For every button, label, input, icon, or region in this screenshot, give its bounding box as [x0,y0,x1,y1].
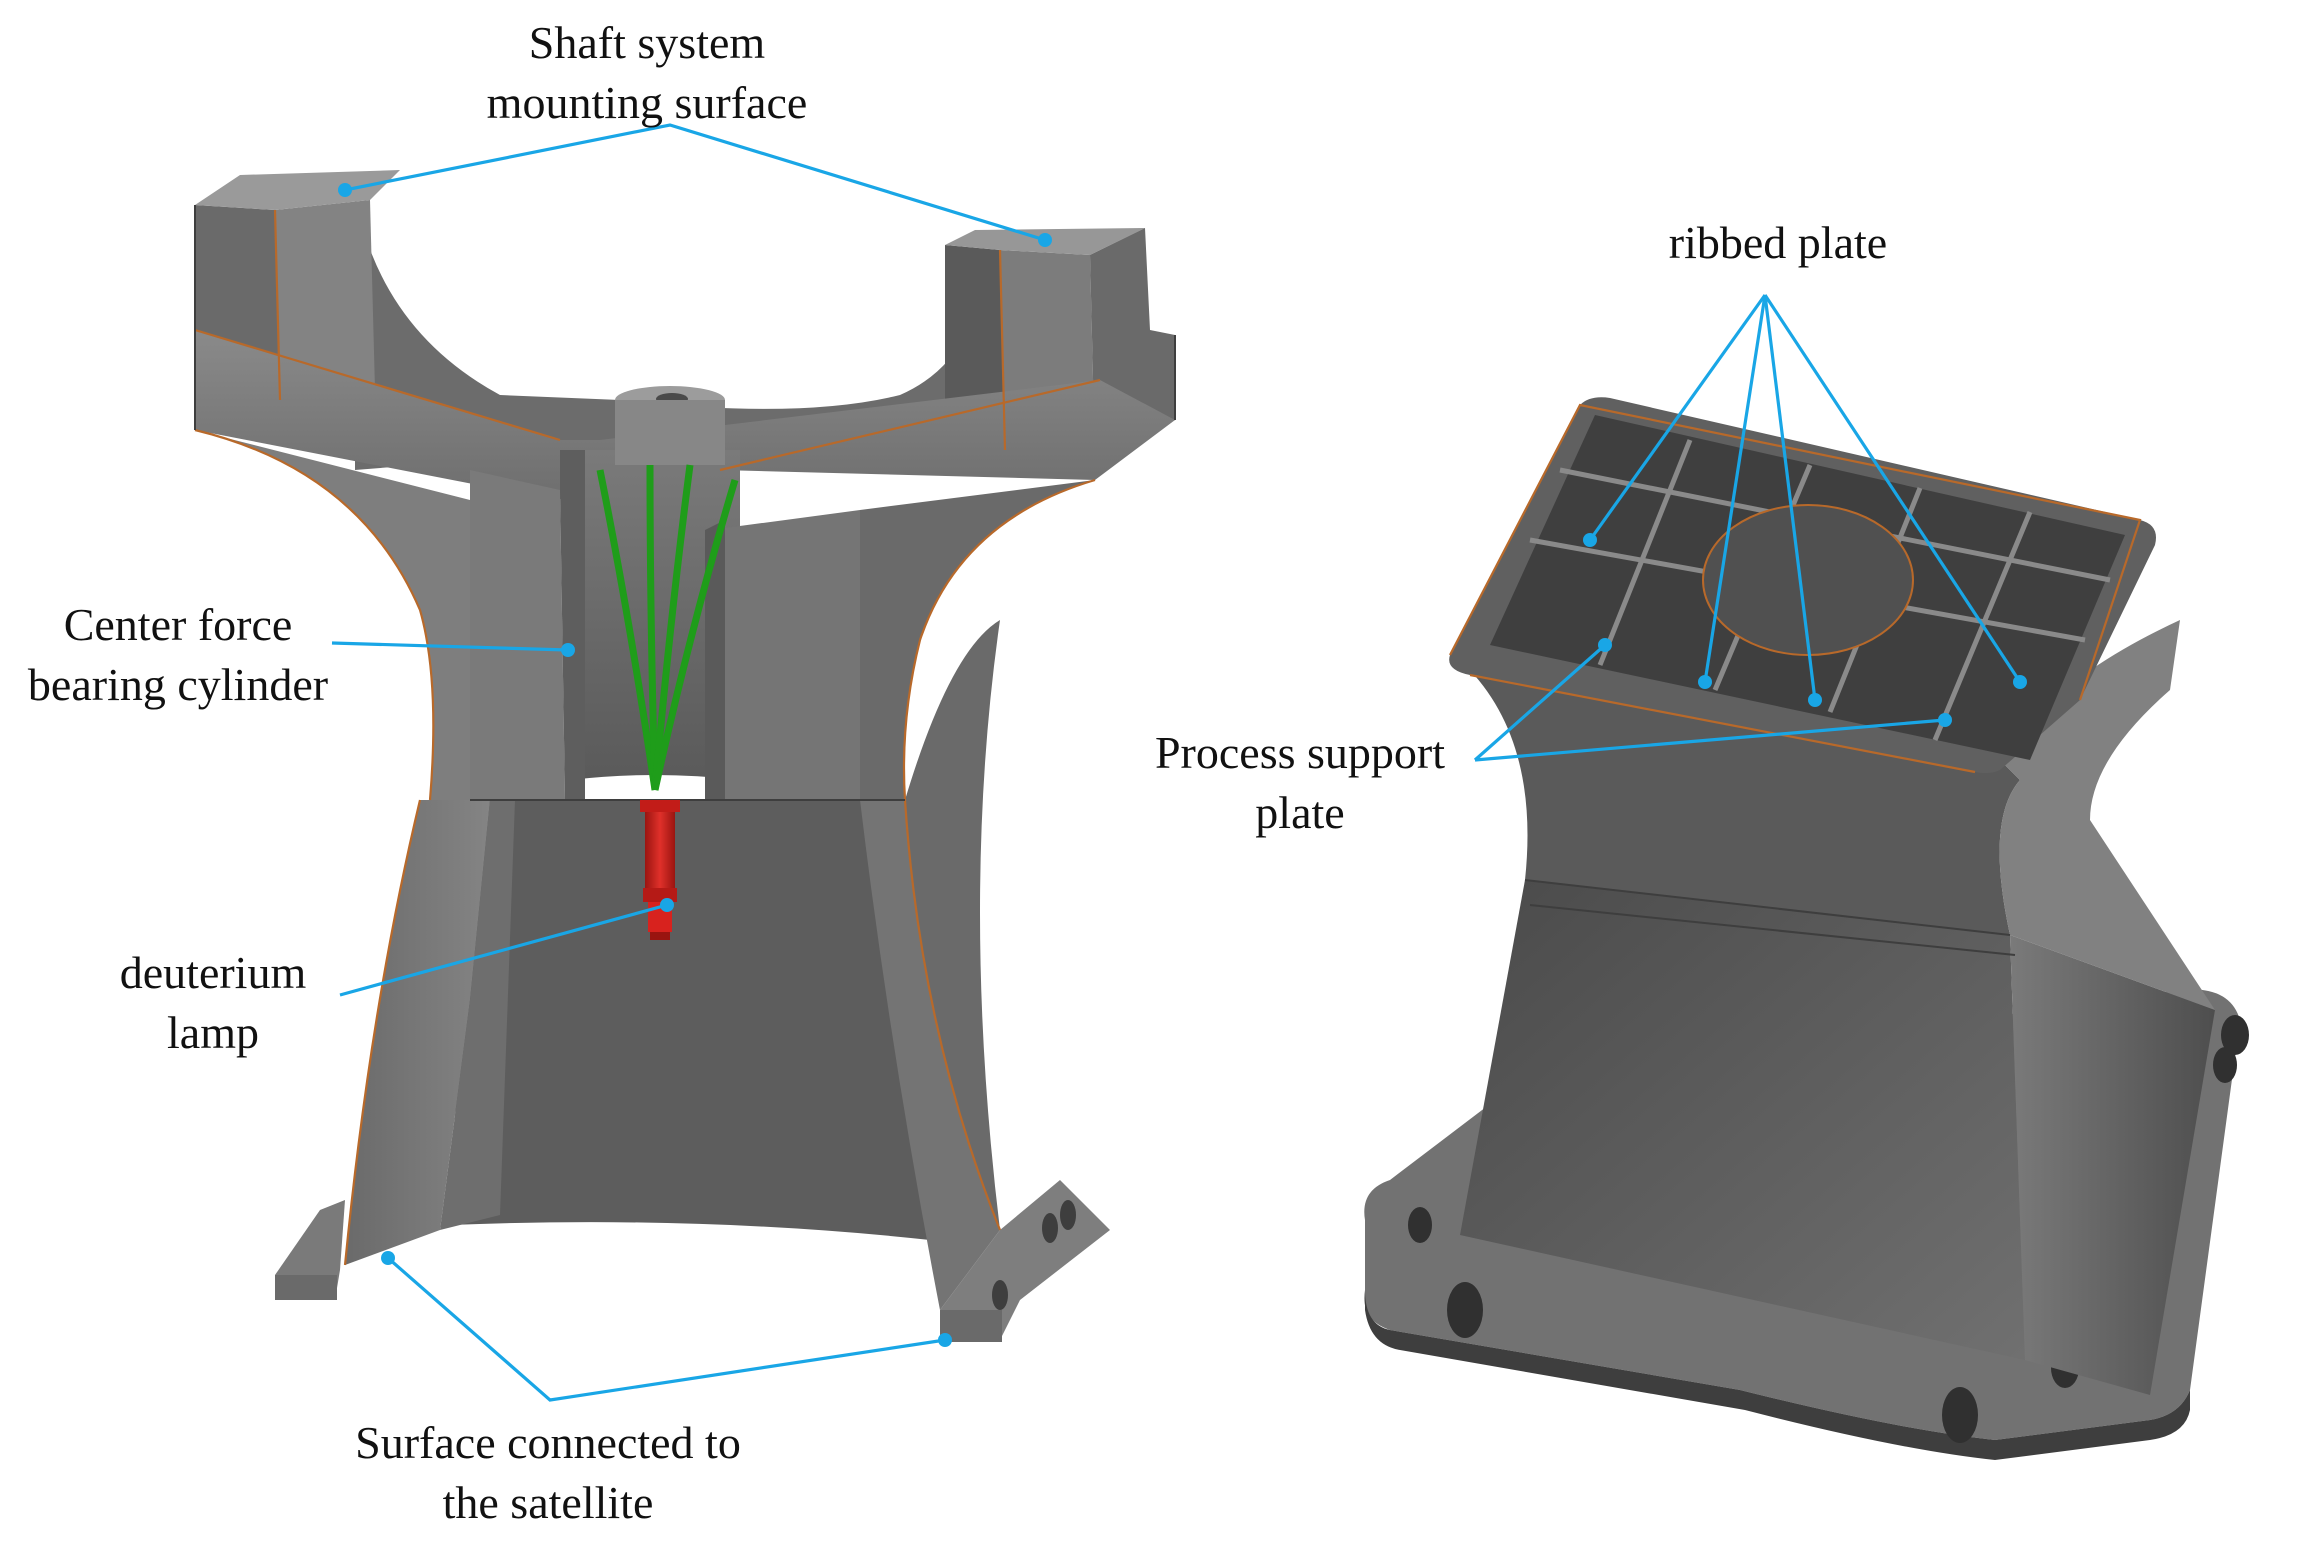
lamp-label-line2: lamp [167,1007,259,1058]
ribbed-leader-1 [1588,294,1767,541]
frustum-front-face [1460,880,2025,1360]
base-flange-edge [1365,1290,2190,1460]
process-label-line1: Process support [1155,727,1445,778]
flange-hole-6 [2213,1047,2237,1083]
left-foot-base [275,1275,337,1300]
center-leader [331,641,569,652]
frame-back-arch [355,195,985,470]
surface-label-line2: the satellite [443,1477,654,1528]
shaft-label-line1: Shaft system [529,17,766,68]
foot-hole-1 [1042,1213,1058,1243]
center-label-line1: Center force [64,599,293,650]
lamp-dot [660,898,674,912]
frame-outline [194,205,1176,801]
surface-dot-2 [938,1333,952,1347]
lamp-callout: deuterium lamp [120,898,674,1058]
cylinder-right-rim [705,520,725,800]
shaft-dot-1 [338,183,352,197]
left-pad-side [275,200,375,400]
flange-hole-7 [1408,1207,1432,1243]
cylinder-right-wall [710,510,860,800]
flange-hole-2 [1942,1387,1978,1443]
lamp-leader [339,903,668,997]
left-pad-top [195,170,400,210]
neck-seam [1524,879,2016,956]
edge-highlight-left [194,209,561,1266]
cylinder-left-wall [470,470,565,800]
process-leader-2 [1474,718,1946,762]
support-frame-left [194,170,1176,1342]
surface-dot-1 [381,1251,395,1265]
hub-body [615,400,725,465]
foot-hole-3 [992,1280,1008,1310]
process-label-line2: plate [1255,787,1344,838]
surface-callout: Surface connected to the satellite [355,1251,952,1528]
ribbed-dot-4 [2013,675,2027,689]
right-leg-outer [905,620,1000,1230]
surface-leader [386,1256,946,1402]
support-plate-right [1364,397,2249,1460]
neck-front [1465,665,2020,935]
right-curved-wall [860,480,1095,800]
shaft-dot-2 [1038,233,1052,247]
right-leg [860,800,1000,1310]
ribbed-label: ribbed plate [1669,217,1887,268]
foot-hole-2 [1060,1200,1076,1230]
frustum-right-face [2010,935,2215,1395]
shaft-label-line2: mounting surface [487,77,808,128]
process-dot-1 [1598,638,1612,652]
lower-skirt-back [450,800,930,1240]
flange-hole-5 [2221,1015,2249,1055]
center-label-line2: bearing cylinder [28,659,328,710]
ribbed-callout: ribbed plate [1583,217,2027,707]
shaft-callout: Shaft system mounting surface [338,17,1052,247]
ribbed-dot-2 [1698,675,1712,689]
flange-hole-1 [1447,1282,1483,1338]
light-rays [596,464,739,791]
ribbed-leader-4 [1763,294,2022,683]
left-leg-inner [440,800,515,1230]
edge-highlight-right [719,249,1101,1231]
ribbed-dot-3 [1808,693,1822,707]
center-callout: Center force bearing cylinder [28,599,575,710]
center-dot [561,643,575,657]
lamp-label-line1: deuterium [120,947,307,998]
ribbed-leader-2 [1703,294,1767,683]
ribbed-leader-3 [1763,294,1817,701]
left-curved-wall [195,430,470,800]
shaft-leader [344,123,1046,242]
ribbed-dot-1 [1583,533,1597,547]
upper-beam [195,330,1175,500]
cylinder-left-rim [560,450,585,800]
process-callout: Process support plate [1155,638,1952,838]
process-leader-1 [1473,643,1607,762]
process-dot-2 [1938,713,1952,727]
surface-label-line1: Surface connected to [355,1417,741,1468]
left-leg [345,800,490,1265]
